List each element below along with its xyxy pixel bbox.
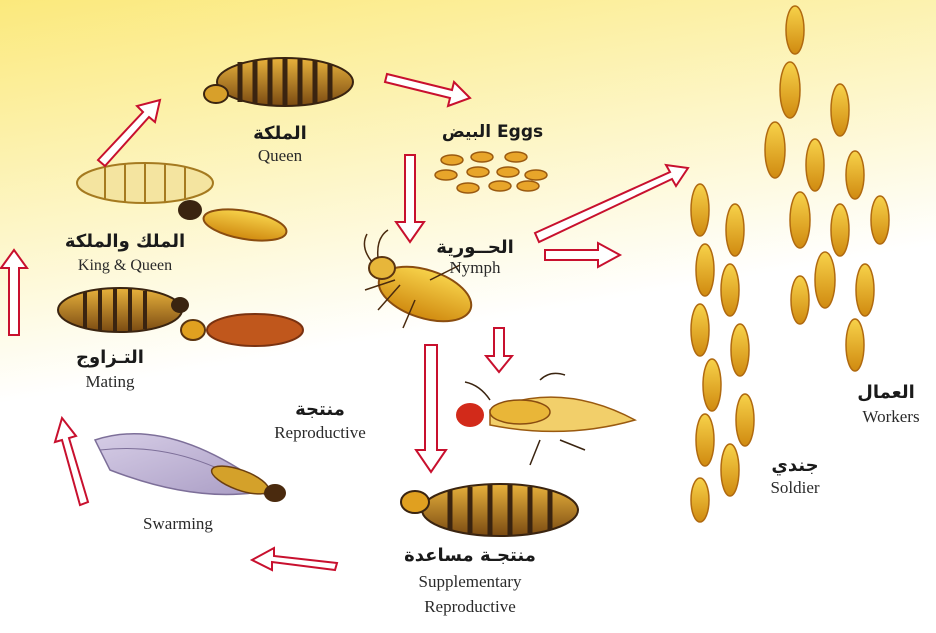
nymph-label-en: Nymph: [425, 258, 525, 278]
king-queen-label-ar: الملك والملكة: [50, 232, 200, 252]
workers-label-en: Workers: [848, 407, 934, 427]
queen-label-ar: الملكة: [240, 124, 320, 144]
mating-label-ar: التـزاوج: [60, 348, 160, 368]
soldier-label-ar: جندي: [755, 456, 835, 476]
workers-label-ar: العمال: [846, 383, 926, 403]
queen-label-en: Queen: [240, 146, 320, 166]
soldier-label-en: Soldier: [755, 478, 835, 498]
supplementary-label-en-line1: Supplementary: [390, 572, 550, 592]
supplementary-label-ar: منتجـة مساعدة: [390, 546, 550, 566]
eggs-label: البيض Eggs: [425, 122, 560, 142]
supplementary-label-en-line2: Reproductive: [390, 597, 550, 617]
swarming-label: Swarming: [118, 514, 238, 534]
king-queen-label-en: King & Queen: [50, 256, 200, 276]
reproductive-label-ar: منتجة: [250, 400, 390, 420]
reproductive-label-en: Reproductive: [245, 423, 395, 443]
nymph-label-ar: الحــورية: [425, 238, 525, 258]
mating-label-en: Mating: [60, 372, 160, 392]
